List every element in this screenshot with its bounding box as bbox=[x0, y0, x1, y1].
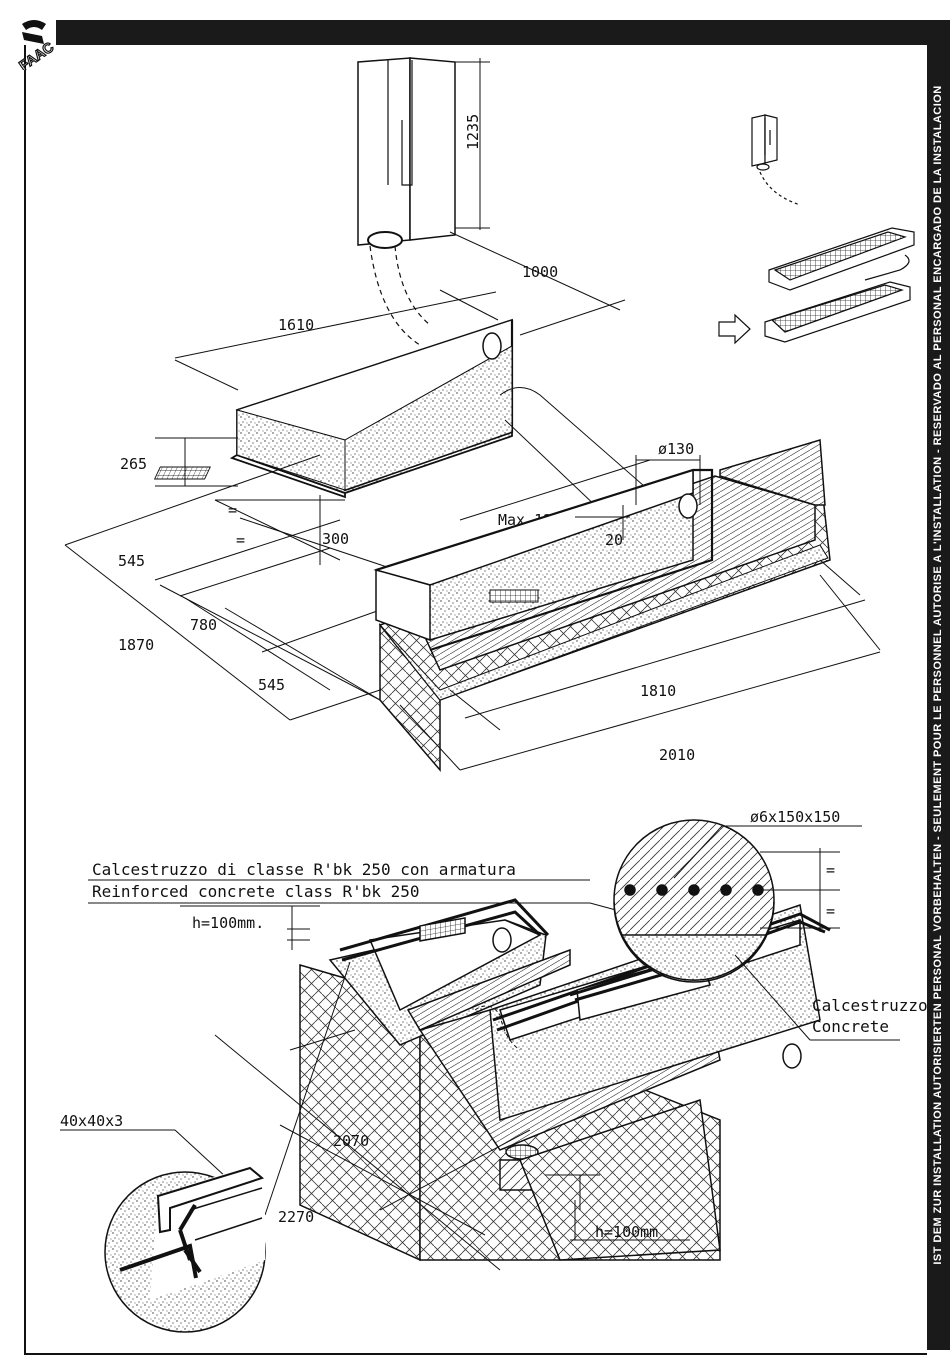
dim-lines-top bbox=[64, 231, 651, 721]
dim-300-label: 300 bbox=[322, 530, 349, 548]
dim-1000-label: 1000 bbox=[522, 263, 558, 281]
dim-dia130-label: ø130 bbox=[658, 440, 694, 458]
concrete-label-it: Calcestruzzo bbox=[812, 996, 928, 1015]
dim-eq-label-1: = bbox=[228, 501, 237, 519]
faac-logo-icon: FAAC bbox=[15, 20, 57, 70]
dim-1235-label: 1235 bbox=[464, 114, 482, 150]
h100-top-label: h=100mm. bbox=[192, 914, 264, 932]
concrete-spec-en: Reinforced concrete class R'bk 250 bbox=[92, 882, 420, 901]
overview-sketch bbox=[718, 114, 915, 345]
dim-1870-label: 1870 bbox=[118, 636, 154, 654]
rebar-section-detail bbox=[613, 819, 900, 1041]
dim-780-label: 780 bbox=[190, 616, 217, 634]
reinforced-foundation bbox=[299, 898, 831, 1262]
dim-lines-front bbox=[399, 455, 881, 771]
dim-2270-label: 2270 bbox=[278, 1208, 314, 1226]
dim-20-label: 20 bbox=[605, 531, 623, 549]
dim-545b-label: 545 bbox=[258, 676, 285, 694]
angle-profile-label: 40x40x3 bbox=[60, 1112, 123, 1130]
frame-left-border bbox=[24, 45, 26, 1355]
frame-bottom-border bbox=[24, 1353, 927, 1355]
barrier-column bbox=[357, 57, 456, 346]
dim-1235 bbox=[455, 58, 490, 230]
mesh-spec-label: ø6x150x150 bbox=[750, 808, 840, 826]
dim-eq-label-3: = bbox=[826, 861, 835, 879]
dim-1610-label: 1610 bbox=[278, 316, 314, 334]
concrete-label-en: Concrete bbox=[812, 1017, 889, 1036]
side-banner bbox=[927, 20, 950, 1350]
h100-bottom-label: h=100mm bbox=[595, 1223, 658, 1241]
dim-eq-label-2: = bbox=[236, 531, 245, 549]
foundation-rear bbox=[153, 318, 514, 499]
dim-265-label: 265 bbox=[120, 455, 147, 473]
dim-545a-label: 545 bbox=[118, 552, 145, 570]
header-bar bbox=[56, 20, 927, 45]
angle-profile-detail bbox=[104, 1165, 266, 1333]
dim-eq-label-4: = bbox=[826, 902, 835, 920]
dim-2010-label: 2010 bbox=[659, 746, 695, 764]
cable-conduit bbox=[499, 387, 661, 511]
foundation-front bbox=[373, 439, 831, 773]
dim-2070-label: 2070 bbox=[333, 1132, 369, 1150]
concrete-spec-it: Calcestruzzo di classe R'bk 250 con arma… bbox=[92, 860, 516, 879]
dim-1810-label: 1810 bbox=[640, 682, 676, 700]
